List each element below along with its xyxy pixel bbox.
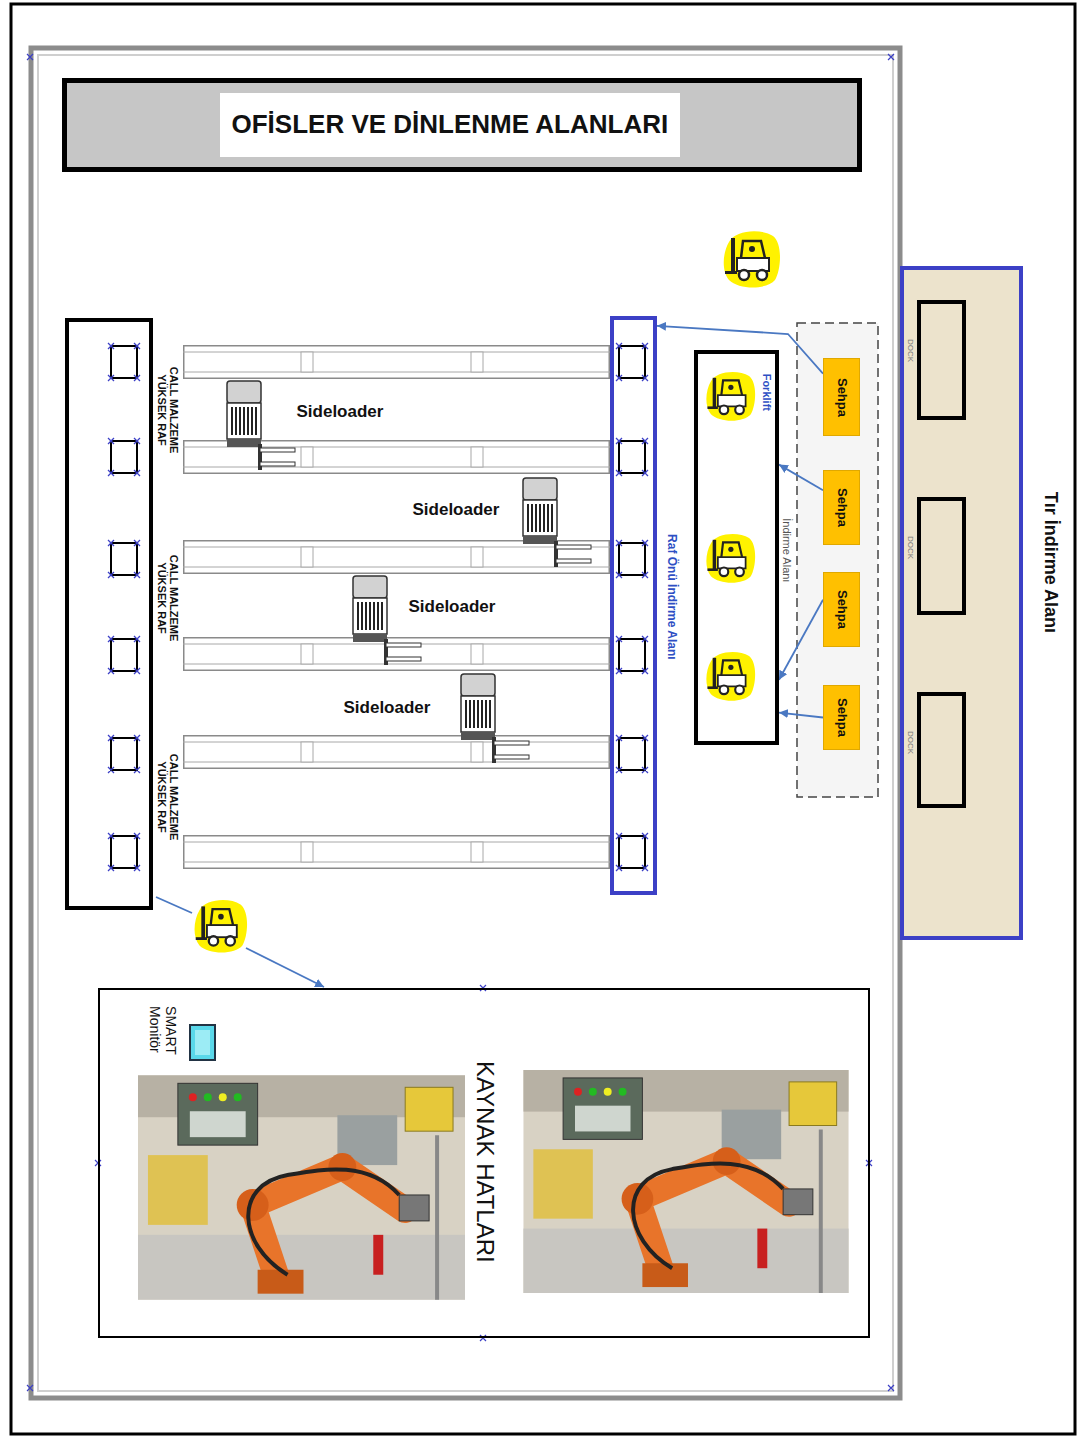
rack-zone: CALL MALZEME YÜKSEK RAFCALL MALZEME YÜKS…: [65, 318, 153, 910]
zone-label: İndirme Alanı: [781, 518, 794, 582]
sehpa-label: Sehpa: [834, 698, 849, 737]
sehpa-label: Sehpa: [834, 377, 849, 416]
monitor-screen: [195, 1030, 210, 1055]
dock-label: DOCK: [905, 536, 914, 559]
flow-arrow: [779, 713, 823, 718]
sehpa-box: Sehpa: [823, 358, 860, 436]
flow-arrow: [246, 948, 324, 987]
sehpa-box: Sehpa: [823, 572, 860, 647]
staging-area: [797, 323, 878, 797]
zone-label: Raf Önü İndirme Alanı: [664, 534, 678, 660]
rack-label: CALL MALZEME YÜKSEK RAF: [156, 747, 180, 847]
area-band: OFİSLER VE DİNLENME ALANLARI: [62, 78, 862, 172]
forklift-zone: Forkliftİndirme Alanı: [694, 350, 779, 745]
equipment-label: Sideloader: [297, 402, 384, 422]
zone-label: Tır İndirme Alanı: [1040, 491, 1061, 632]
welding-area: KAYNAK HATLARI: [98, 988, 870, 1338]
zone-label: Forklift: [760, 373, 773, 410]
dock-label: DOCK: [905, 731, 914, 754]
rack-label: CALL MALZEME YÜKSEK RAF: [156, 360, 180, 460]
outer-frame: [11, 4, 1075, 1434]
box-marks: [95, 985, 872, 1341]
dock-box: DOCK: [917, 300, 966, 420]
sehpa-box: Sehpa: [823, 470, 860, 545]
zone-label: KAYNAK HATLARI: [471, 1061, 499, 1263]
area-title: OFİSLER VE DİNLENME ALANLARI: [220, 93, 681, 157]
equipment-label: Sideloader: [413, 500, 500, 520]
flow-arrow: [779, 465, 823, 491]
flow-arrow: [779, 600, 823, 680]
building-wall: [31, 48, 900, 1398]
monitor-icon: [190, 1025, 215, 1060]
dock-box: DOCK: [917, 692, 966, 808]
dock-box: DOCK: [917, 497, 966, 615]
rack-markers: [108, 343, 648, 871]
rack-label: CALL MALZEME YÜKSEK RAF: [156, 548, 180, 648]
sehpa-box: Sehpa: [823, 685, 860, 750]
flow-line: [156, 897, 192, 913]
monitor-label: SMART Monitör: [147, 1006, 179, 1068]
sideloader-icons: [227, 381, 591, 763]
forklift-icons: [195, 231, 780, 952]
dock-label: DOCK: [905, 339, 914, 362]
sehpa-label: Sehpa: [834, 590, 849, 629]
equipment-label: Sideloader: [409, 597, 496, 617]
equipment-label: Sideloader: [344, 698, 431, 718]
unload-zone: Raf Önü İndirme Alanı: [610, 316, 657, 895]
corner-marks: [27, 54, 894, 1391]
building-wall-inner: [38, 55, 893, 1391]
rack-rows: [183, 346, 610, 869]
truck-area: DOCKDOCKDOCKTır İndirme Alanı: [900, 266, 1023, 940]
sehpa-label: Sehpa: [834, 488, 849, 527]
